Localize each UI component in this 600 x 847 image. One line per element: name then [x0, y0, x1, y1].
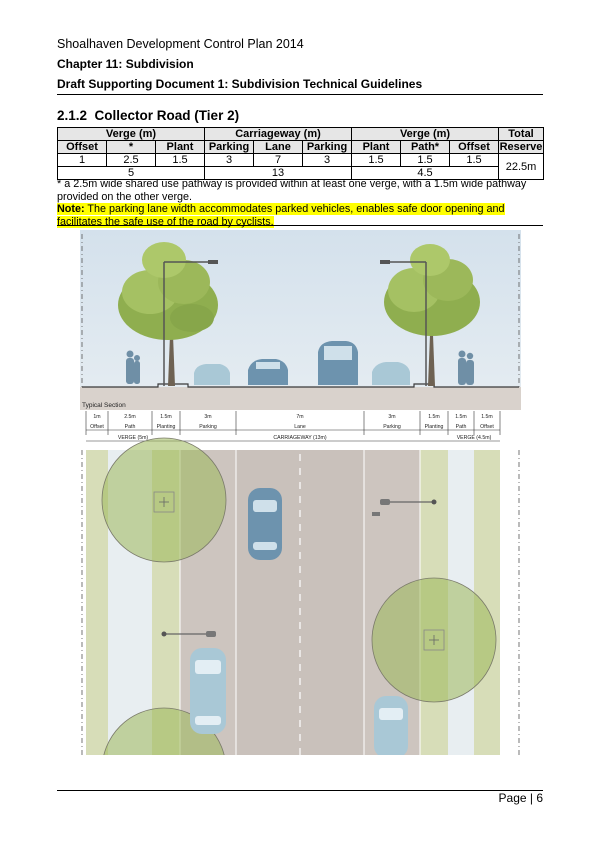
street-light-left-icon	[163, 260, 218, 386]
table-cell: 7	[253, 153, 303, 167]
table-cell: 3	[301, 153, 353, 167]
note-paragraph: Note: The parking lane width accommodate…	[57, 203, 543, 228]
group-header-carriageway: Carriageway (m)	[203, 127, 353, 141]
tree-canopy-icon	[101, 437, 227, 563]
table-cell: 1.5	[400, 153, 451, 167]
sub-header: Lane	[253, 140, 303, 154]
sub-header: Parking	[301, 140, 353, 154]
parked-car-plan-icon	[190, 648, 226, 734]
sub-header: Plant	[155, 140, 205, 154]
dim-label: 1m	[93, 414, 100, 420]
table-cell: 1.5	[155, 153, 205, 167]
tree-canopy-icon	[371, 577, 497, 703]
sub-header: Offset	[57, 140, 107, 154]
dim-label: 1.5m	[455, 414, 467, 420]
dim-name: Offset	[90, 424, 104, 430]
table-cell: 3	[204, 153, 254, 167]
table-cell: 2.5	[106, 153, 156, 167]
moving-car-plan-icon	[248, 488, 282, 560]
dim-name: Path	[125, 424, 136, 430]
parked-car-plan-icon	[374, 696, 408, 755]
dim-name: Planting	[425, 424, 444, 430]
typical-section-label: Typical Section	[82, 402, 126, 409]
table-cell: 1.5	[449, 153, 500, 167]
table-cell: 13	[203, 166, 353, 180]
cross-section: Typical Section	[80, 230, 521, 410]
sub-header: Reserve	[498, 140, 545, 154]
ground	[80, 387, 521, 410]
sub-header: *	[106, 140, 156, 154]
sub-header: Parking	[204, 140, 254, 154]
sub-header: Plant	[351, 140, 402, 154]
note-label: Note:	[57, 203, 85, 215]
note-text: The parking lane width accommodates park…	[57, 203, 505, 228]
table-notes: * a 2.5m wide shared use pathway is prov…	[57, 178, 543, 228]
dim-name: Parking	[383, 424, 401, 430]
offset-strip-left	[86, 450, 108, 755]
footer-rule	[57, 790, 543, 791]
street-light-right-icon	[380, 260, 427, 386]
dim-label: 1.5m	[428, 414, 440, 420]
verge-right-label: VERGE (4.5m)	[457, 435, 492, 441]
group-header-row: Verge (m) Carriageway (m) Verge (m) Tota…	[57, 127, 545, 141]
parked-car-right-icon	[372, 362, 410, 385]
verge-left-label: VERGE (5m)	[118, 435, 149, 441]
sub-header: Path*	[400, 140, 451, 154]
group-header-verge-right: Verge (m)	[351, 127, 500, 141]
street-light-plan-icon	[372, 499, 437, 516]
parked-car-left-icon	[194, 364, 230, 385]
total-reserve-cell: 22.5m	[498, 153, 545, 180]
dim-label: 1.5m	[160, 414, 172, 420]
section-number: 2.1.2	[57, 108, 88, 123]
table-row: 5 13 4.5	[57, 166, 544, 180]
dim-name: Offset	[480, 424, 494, 430]
dim-label: 3m	[204, 414, 211, 420]
carriageway-label: CARRIAGEWAY (13m)	[273, 435, 326, 441]
group-header-total: Total	[498, 127, 545, 141]
table-cell: 4.5	[351, 166, 500, 180]
pedestrians-left-icon	[126, 350, 140, 384]
bus-icon	[318, 341, 358, 385]
dim-label: 3m	[388, 414, 395, 420]
plan-view	[81, 437, 520, 755]
road-spec-table: Verge (m) Carriageway (m) Verge (m) Tota…	[57, 127, 545, 180]
footnote-text: * a 2.5m wide shared use pathway is prov…	[57, 178, 527, 203]
dim-name: Parking	[199, 424, 217, 430]
group-header-verge-left: Verge (m)	[57, 127, 205, 141]
sub-header: Offset	[449, 140, 500, 154]
dim-label: 7m	[296, 414, 303, 420]
document-subtitle: Draft Supporting Document 1: Subdivision…	[57, 77, 423, 91]
pedestrians-right-icon	[458, 350, 474, 385]
doc-title: Shoalhaven Development Control Plan 2014	[57, 37, 304, 51]
section-title: Collector Road (Tier 2)	[94, 108, 240, 123]
header-rule	[57, 94, 543, 95]
tree-right-icon	[384, 244, 480, 386]
notes-rule	[57, 225, 543, 226]
table-cell: 5	[57, 166, 205, 180]
chapter-title: Chapter 11: Subdivision	[57, 57, 194, 71]
dim-name: Lane	[294, 424, 306, 430]
dim-label: 1.5m	[481, 414, 493, 420]
section-heading: 2.1.2 Collector Road (Tier 2)	[57, 108, 239, 123]
sub-header-row: Offset * Plant Parking Lane Parking Plan…	[57, 140, 545, 154]
page-number: Page | 6	[498, 791, 543, 805]
dimension-band: 1m 2.5m 1.5m 3m 7m 3m 1.5m 1.5m 1.5m Off…	[80, 410, 521, 450]
dim-name: Path	[456, 424, 467, 430]
table-cell: 1.5	[351, 153, 402, 167]
street-light-plan-icon	[161, 631, 216, 637]
road-diagram: Typical Section 1m 2.5m 1.5m 3m 7m 3m 1.…	[80, 230, 521, 755]
moving-car-left-icon	[248, 359, 288, 385]
dim-name: Planting	[157, 424, 176, 430]
table-row: 1 2.5 1.5 3 7 3 1.5 1.5 1.5 22.5m	[57, 153, 545, 180]
dim-label: 2.5m	[124, 414, 136, 420]
table-cell: 1	[57, 153, 107, 167]
